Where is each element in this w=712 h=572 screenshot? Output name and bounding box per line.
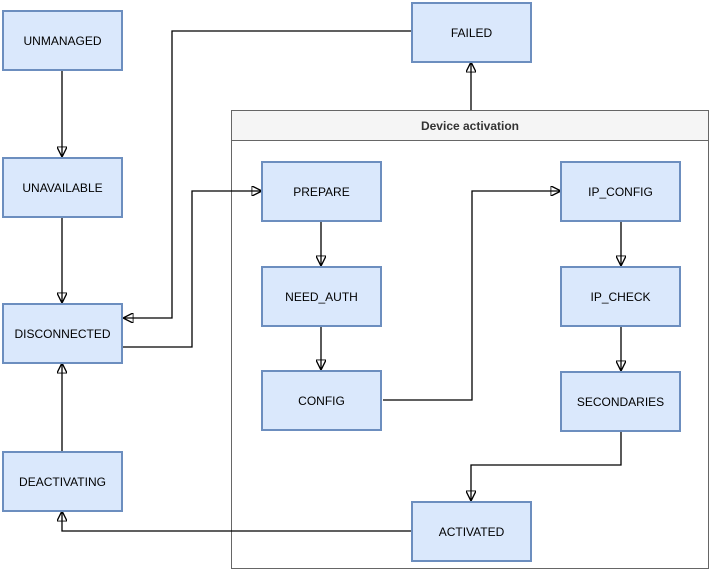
node-prepare: PREPARE xyxy=(261,161,382,222)
node-need-auth: NEED_AUTH xyxy=(261,266,382,327)
node-secondaries: SECONDARIES xyxy=(560,371,681,432)
node-unavailable: UNAVAILABLE xyxy=(2,157,123,218)
node-unmanaged: UNMANAGED xyxy=(2,10,123,71)
node-activated: ACTIVATED xyxy=(411,501,532,562)
node-config: CONFIG xyxy=(261,370,382,431)
device-activation-title: Device activation xyxy=(232,111,708,141)
node-deactivating: DEACTIVATING xyxy=(2,451,123,512)
node-failed: FAILED xyxy=(411,2,532,63)
node-ip-config: IP_CONFIG xyxy=(560,161,681,222)
node-disconnected: DISCONNECTED xyxy=(2,303,123,364)
node-ip-check: IP_CHECK xyxy=(560,266,681,327)
